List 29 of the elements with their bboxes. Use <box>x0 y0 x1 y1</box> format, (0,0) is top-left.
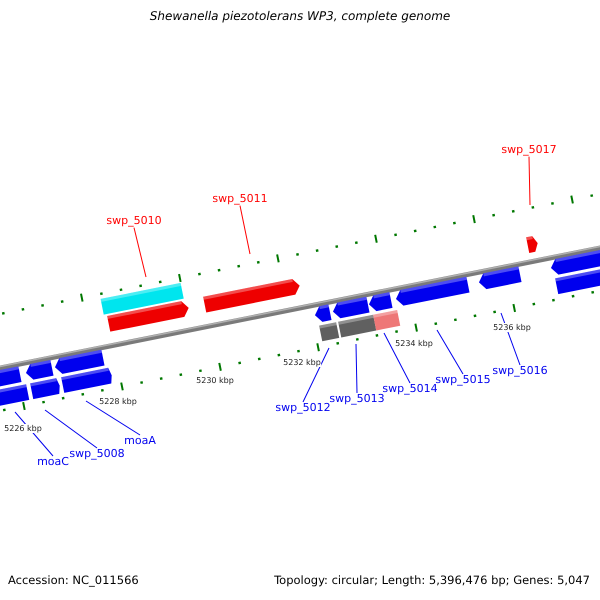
gene-label: swp_5012 <box>275 402 331 415</box>
gene-label: swp_5008 <box>69 448 125 461</box>
scale-label: 5230 kbp <box>196 376 234 386</box>
leader-line <box>302 348 330 402</box>
scale-label: 5236 kbp <box>493 323 531 332</box>
leader-line <box>528 156 530 206</box>
title: Shewanella piezotolerans WP3, complete genome <box>150 10 450 24</box>
footer-text: Accession: NC_011566 <box>8 574 139 588</box>
leader-line <box>86 400 140 436</box>
leader-line <box>356 344 358 394</box>
gene-label: moaC <box>37 456 69 469</box>
leader-line <box>436 330 464 374</box>
leader-line <box>44 410 98 448</box>
leader-line <box>240 205 250 254</box>
leader-line <box>384 332 410 384</box>
scale-label: 5226 kbp <box>4 424 42 434</box>
gene-label: swp_5016 <box>492 365 548 378</box>
gene-label: moaA <box>124 435 156 448</box>
scale-label: 5228 kbp <box>99 397 137 406</box>
footer-text: Topology: circular; Length: 5,396,476 bp; Genes: 5,047 <box>274 574 590 588</box>
leader-line <box>134 227 146 278</box>
gene-label: swp_5017 <box>501 144 557 157</box>
scale-label: 5234 kbp <box>395 339 433 348</box>
gene-label: swp_5011 <box>212 193 268 206</box>
gene-label: swp_5015 <box>435 374 491 387</box>
scale-label: 5232 kbp <box>283 358 321 368</box>
gene-label: swp_5014 <box>382 383 438 396</box>
gene-label: swp_5010 <box>106 215 162 228</box>
gene-label: swp_5013 <box>329 393 385 406</box>
